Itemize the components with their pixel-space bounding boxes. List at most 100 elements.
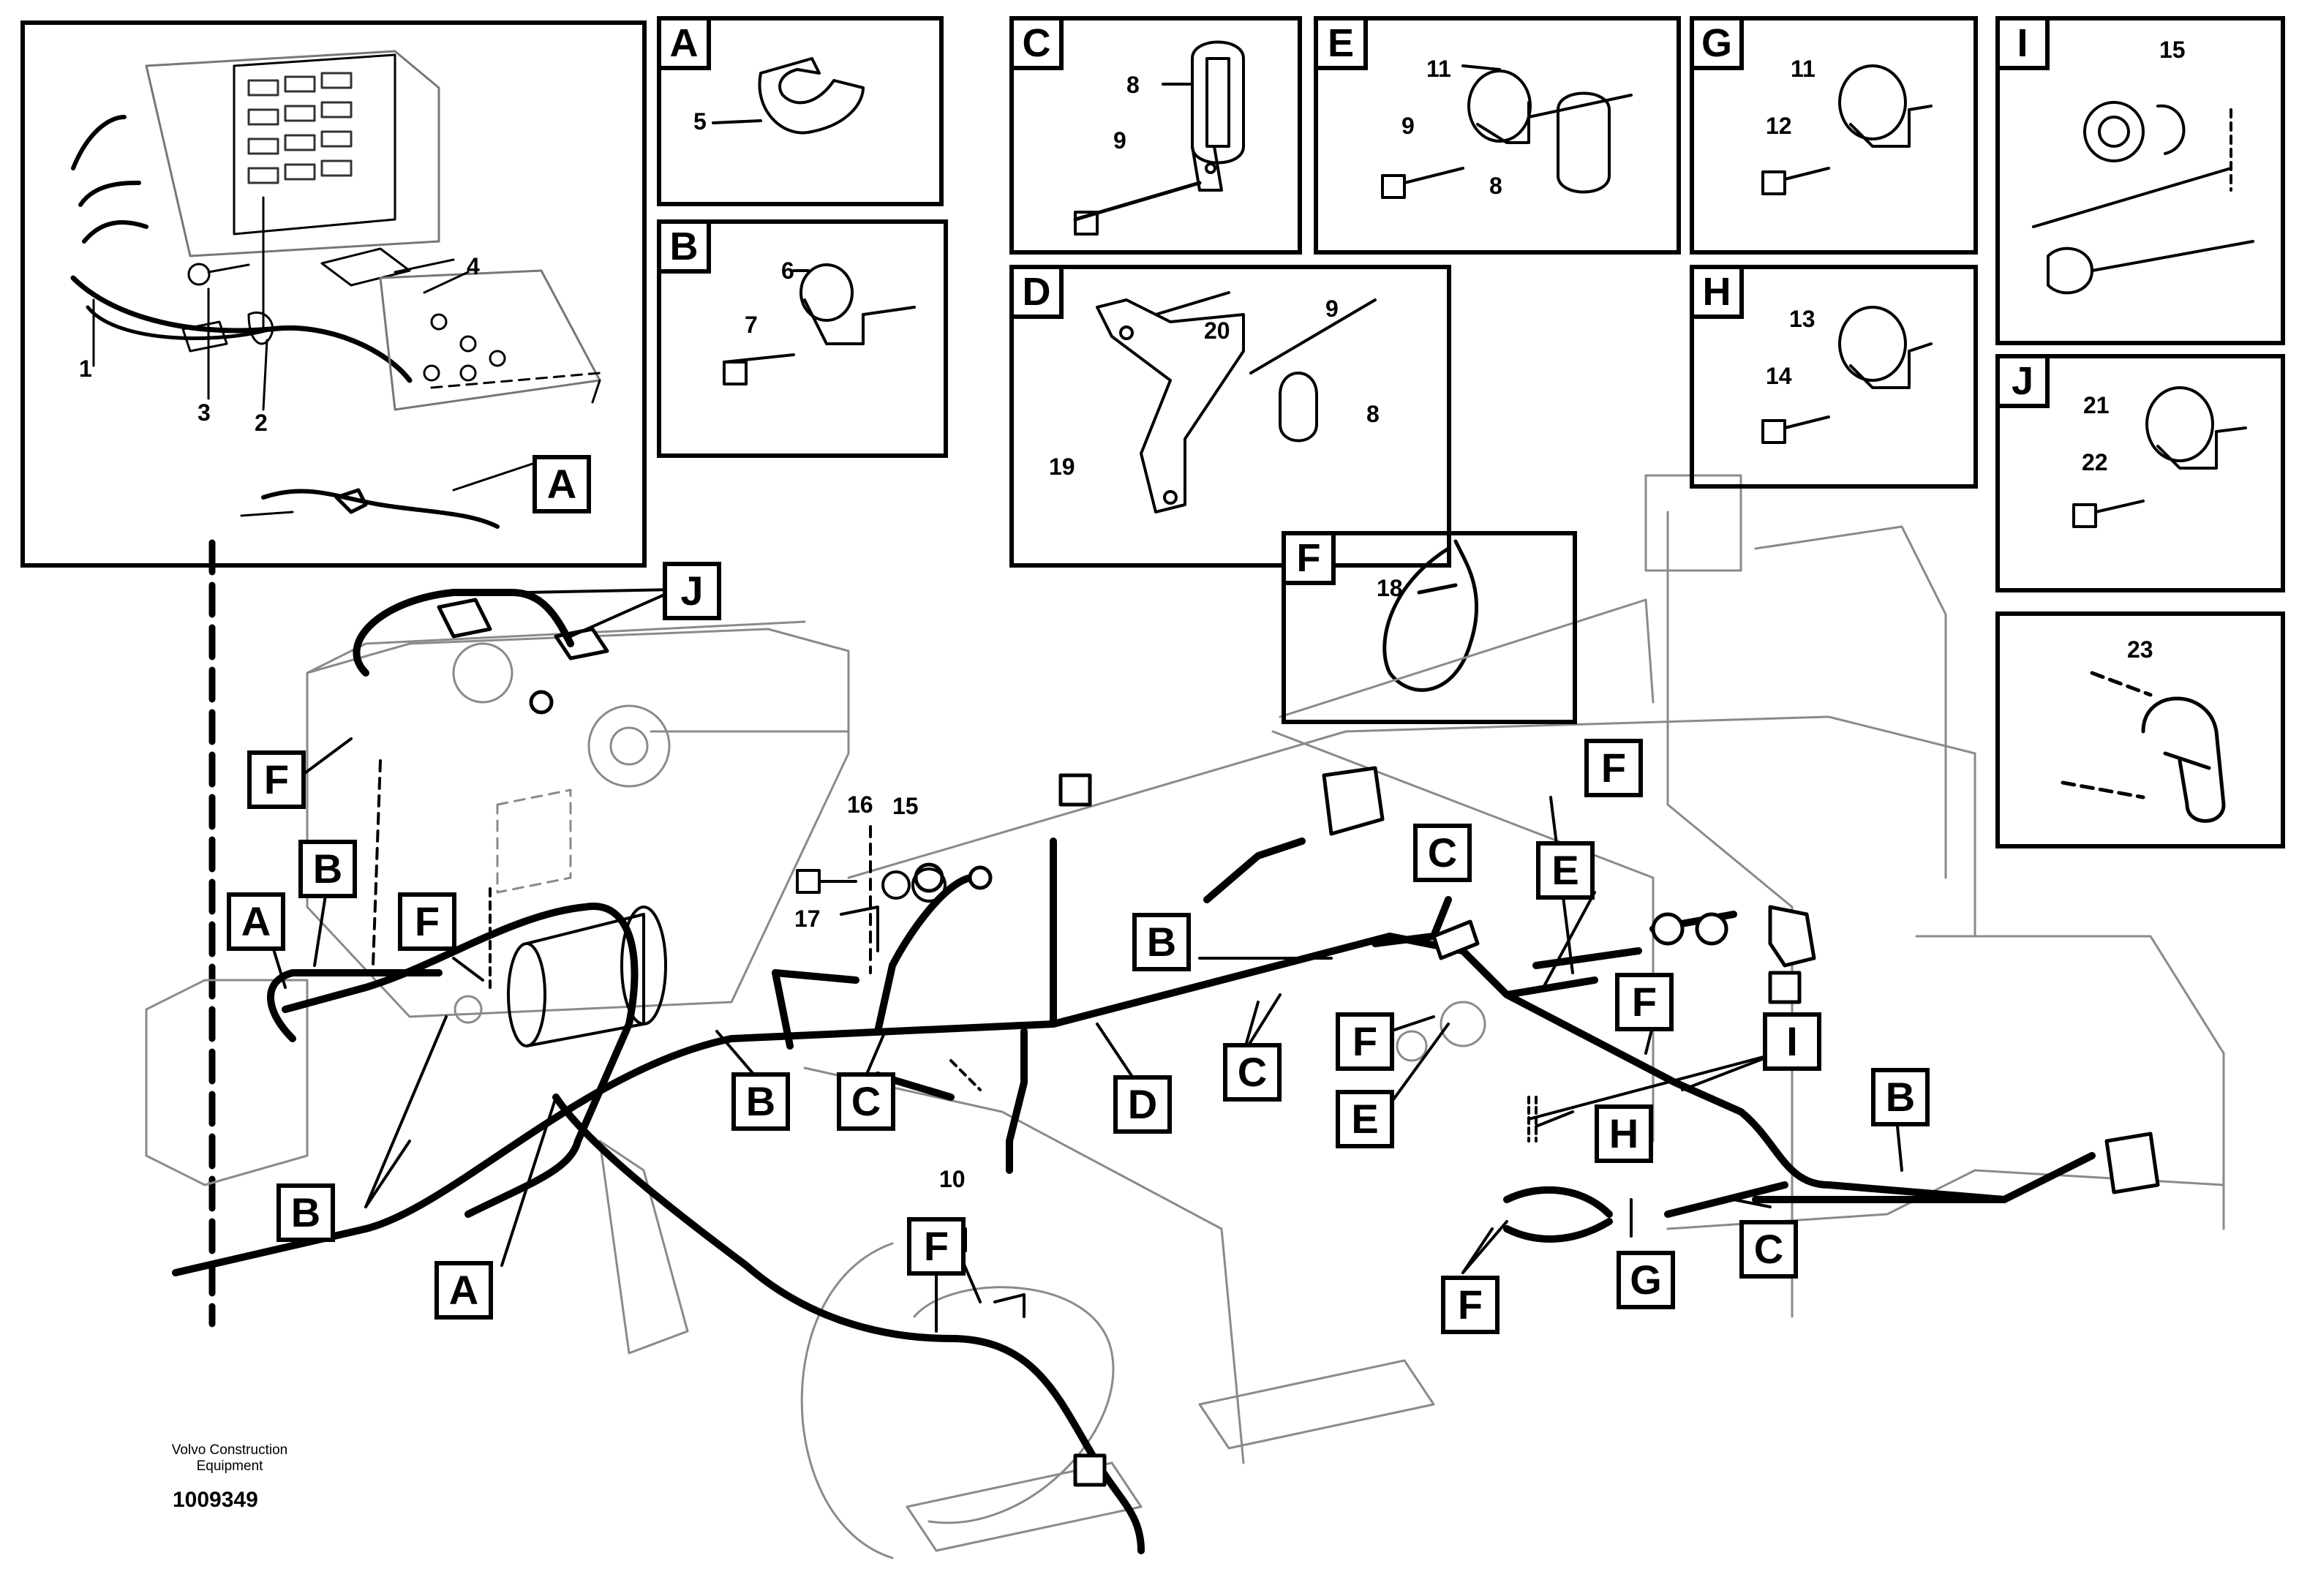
detail-box-G bbox=[1690, 16, 1978, 255]
manufacturer-credit: Volvo Construction Equipment bbox=[152, 1442, 307, 1475]
callout-tag: H bbox=[1595, 1104, 1653, 1163]
part-number: 10 bbox=[939, 1166, 966, 1192]
detail-box-letter: I bbox=[1995, 16, 2050, 70]
detail-box-letter: J bbox=[1995, 354, 2050, 408]
detail-box-J bbox=[1995, 354, 2285, 592]
callout-tag: E bbox=[1536, 841, 1595, 900]
part-number: 14 bbox=[1766, 363, 1792, 389]
part-number: 5 bbox=[693, 108, 707, 135]
callout-tag: I bbox=[1763, 1012, 1821, 1071]
part-number: 19 bbox=[1049, 453, 1075, 480]
callout-tag: F bbox=[1336, 1012, 1394, 1071]
callout-tag: A bbox=[434, 1261, 493, 1320]
part-number: 20 bbox=[1204, 317, 1230, 344]
detail-box-I bbox=[1995, 16, 2285, 345]
detail-box-letter: A bbox=[657, 16, 711, 70]
detail-box-letter: F bbox=[1282, 531, 1336, 585]
part-number: 9 bbox=[1113, 127, 1126, 154]
connector-drawing-I bbox=[2032, 101, 2254, 295]
part-number: 18 bbox=[1377, 575, 1403, 601]
part-number: 11 bbox=[1426, 56, 1451, 82]
detail-box-A bbox=[657, 16, 944, 206]
detail-box-H bbox=[1690, 265, 1978, 489]
edge-trim-drawing bbox=[2061, 671, 2226, 823]
inset-electrical-box-drawing bbox=[70, 50, 601, 529]
part-number: 8 bbox=[1126, 72, 1140, 98]
part-number: 15 bbox=[2159, 37, 2186, 63]
manufacturer-line-1: Volvo Construction bbox=[171, 1442, 288, 1458]
detail-box-letter: G bbox=[1690, 16, 1744, 70]
part-number: 17 bbox=[794, 906, 821, 932]
callout-tag: F bbox=[1584, 739, 1643, 797]
part-number: 15 bbox=[892, 793, 919, 819]
callout-tag: C bbox=[837, 1072, 895, 1131]
inset-view-tag: A bbox=[533, 455, 591, 513]
clamp-drawing-G bbox=[1761, 64, 1933, 195]
detail-box-C bbox=[1009, 16, 1302, 255]
clamp-drawing-J bbox=[2072, 386, 2247, 528]
manufacturer-line-2: Equipment bbox=[196, 1458, 263, 1474]
cable-tie-drawing bbox=[1382, 539, 1479, 692]
clamp-drawing-A bbox=[712, 57, 865, 135]
pointer-lines bbox=[269, 588, 1903, 1333]
detail-box-edge-trim bbox=[1995, 611, 2285, 848]
bracket-drawing-D bbox=[1096, 291, 1377, 513]
part-number: 22 bbox=[2082, 449, 2108, 475]
callout-tag: C bbox=[1739, 1220, 1798, 1279]
clamp-drawing-H bbox=[1761, 306, 1933, 444]
callout-tag: G bbox=[1617, 1251, 1675, 1309]
machine-outline bbox=[145, 474, 2225, 1559]
detail-box-F bbox=[1282, 531, 1577, 724]
part-number: 21 bbox=[2083, 392, 2110, 418]
clamp-drawing-B bbox=[723, 263, 916, 385]
callout-tag: B bbox=[276, 1183, 335, 1242]
inset-part-number: 2 bbox=[255, 410, 268, 436]
callout-tag: B bbox=[731, 1072, 790, 1131]
detail-box-letter: B bbox=[657, 219, 711, 274]
callout-tag: J bbox=[663, 562, 721, 620]
detail-box-letter: H bbox=[1690, 265, 1744, 319]
detail-box-letter: D bbox=[1009, 265, 1064, 319]
callout-tag: B bbox=[298, 840, 357, 898]
part-number: 6 bbox=[781, 257, 794, 284]
callout-tag: F bbox=[247, 750, 306, 809]
detail-box-E bbox=[1314, 16, 1681, 255]
document-number: 1009349 bbox=[173, 1488, 258, 1512]
callout-tag: A bbox=[227, 892, 285, 951]
part-number: 12 bbox=[1766, 113, 1792, 139]
part-number: 7 bbox=[745, 312, 758, 338]
callout-tag: E bbox=[1336, 1090, 1394, 1148]
part-number: 11 bbox=[1791, 56, 1816, 82]
part-number: 8 bbox=[1366, 401, 1380, 427]
detail-box-letter: E bbox=[1314, 16, 1368, 70]
starter-motor bbox=[507, 906, 667, 1047]
top-harness bbox=[353, 589, 574, 677]
callout-tag: F bbox=[907, 1217, 966, 1276]
callout-tag: F bbox=[1615, 973, 1674, 1031]
callout-tag: B bbox=[1132, 913, 1191, 971]
inset-part-number: 1 bbox=[79, 355, 92, 382]
callout-tag: F bbox=[398, 892, 456, 951]
clamp-drawing-E bbox=[1381, 64, 1633, 199]
detail-box-letter: C bbox=[1009, 16, 1064, 70]
callout-tag: B bbox=[1871, 1068, 1930, 1126]
part-number: 9 bbox=[1401, 113, 1415, 139]
inset-part-number: 3 bbox=[197, 399, 211, 426]
callout-tag: C bbox=[1223, 1043, 1282, 1102]
detail-box-B bbox=[657, 219, 948, 458]
part-number: 23 bbox=[2127, 636, 2153, 663]
callout-tag: C bbox=[1413, 824, 1472, 882]
part-number: 8 bbox=[1489, 173, 1502, 199]
callout-tag: D bbox=[1113, 1075, 1172, 1134]
clamp-drawing-C bbox=[1073, 40, 1245, 236]
inset-box bbox=[20, 20, 647, 568]
inset-part-number: 4 bbox=[467, 253, 480, 279]
part-number: 9 bbox=[1325, 296, 1339, 322]
part-number: 16 bbox=[847, 791, 873, 818]
part-number: 13 bbox=[1789, 306, 1816, 332]
harness-connectors bbox=[437, 598, 2160, 1487]
callout-tag: F bbox=[1441, 1276, 1500, 1334]
detail-box-D bbox=[1009, 265, 1451, 568]
